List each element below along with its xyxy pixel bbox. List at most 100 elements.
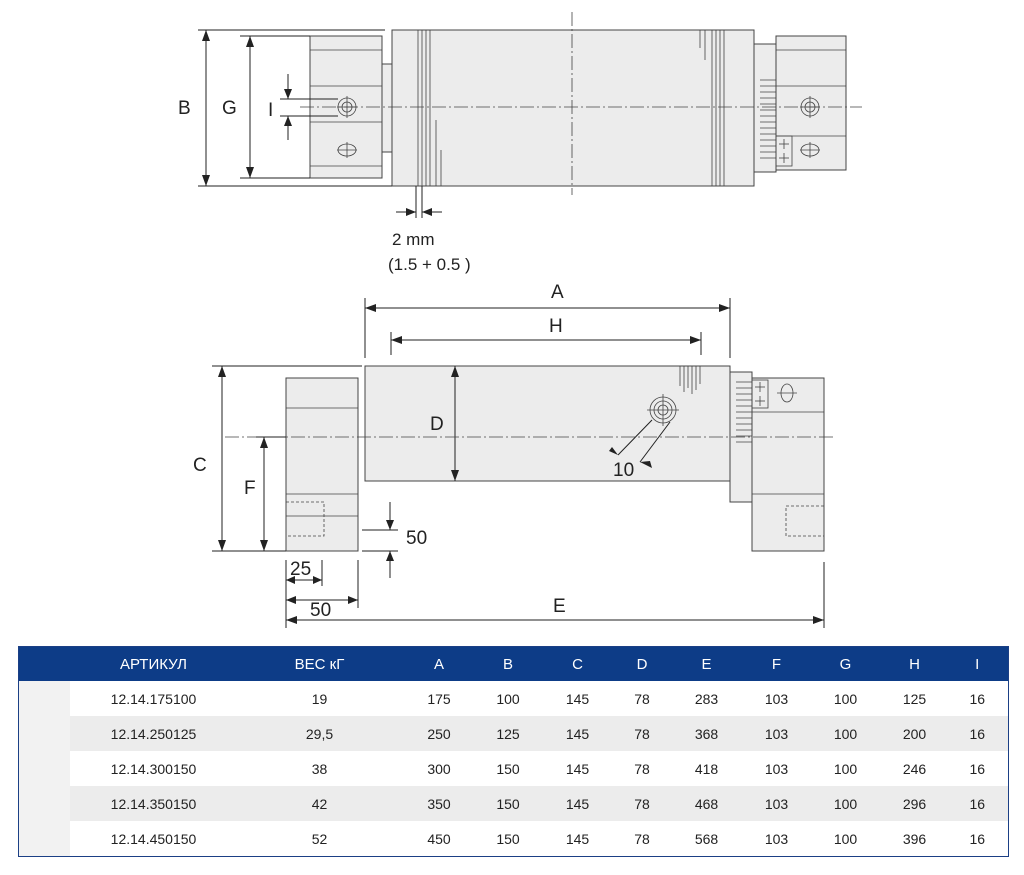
cell-a: 175 xyxy=(427,690,451,707)
row-spacer xyxy=(18,821,70,857)
side-view: A H 10 D xyxy=(193,282,835,628)
cell-i: 16 xyxy=(969,830,986,847)
cell-i: 16 xyxy=(946,716,1009,751)
label-fifty-horizontal: 50 xyxy=(310,600,331,621)
table-header-row: АРТИКУЛ ВЕС кГ A B C D E F G H I xyxy=(18,646,1009,681)
cell-a: 300 xyxy=(427,760,451,777)
col-header-e: E xyxy=(668,646,745,681)
label-ten: 10 xyxy=(613,460,634,481)
top-right-block xyxy=(775,35,847,171)
label-d: D xyxy=(430,414,444,435)
cell-g: 100 xyxy=(808,786,883,821)
cell-article: 12.14.175100 xyxy=(110,690,197,707)
cell-article: 12.14.450150 xyxy=(110,830,197,847)
cell-f: 103 xyxy=(764,760,789,777)
cell-h: 246 xyxy=(902,760,927,777)
cell-c: 145 xyxy=(565,690,590,707)
cell-c: 145 xyxy=(565,760,590,777)
label-gap: 2 mm xyxy=(392,230,435,249)
cell-weight: 52 xyxy=(311,830,328,847)
label-twentyfive: 25 xyxy=(290,559,311,580)
side-right-block xyxy=(751,377,825,552)
cell-weight: 38 xyxy=(311,760,328,777)
col-header-c: C xyxy=(539,646,616,681)
cell-i: 16 xyxy=(969,690,986,707)
cell-a: 350 xyxy=(401,786,477,821)
col-header-i: I xyxy=(946,646,1009,681)
table-header-spacer xyxy=(18,646,70,681)
col-header-a: A xyxy=(401,646,477,681)
table-row: 12.14.175100 19 175 100 145 78 283 103 1… xyxy=(18,681,1009,716)
cell-d: 78 xyxy=(634,830,650,847)
cell-h: 296 xyxy=(882,786,947,821)
cell-article: 12.14.250125 xyxy=(69,716,238,751)
cell-h: 200 xyxy=(882,716,947,751)
cell-c: 145 xyxy=(539,716,616,751)
label-fifty-vertical: 50 xyxy=(406,528,427,549)
cell-g: 100 xyxy=(808,716,883,751)
col-header-weight: ВЕС кГ xyxy=(237,646,402,681)
row-spacer xyxy=(18,681,70,716)
spec-table: АРТИКУЛ ВЕС кГ A B C D E F G H I 12.14.1… xyxy=(18,646,1009,857)
table-row: 12.14.350150 42 350 150 145 78 468 103 1… xyxy=(18,786,1009,821)
cell-d: 78 xyxy=(615,716,669,751)
cell-f: 103 xyxy=(744,716,809,751)
label-h: H xyxy=(549,316,563,337)
cell-h: 125 xyxy=(902,690,927,707)
cell-f: 103 xyxy=(744,786,809,821)
row-spacer xyxy=(18,751,70,786)
cell-weight: 42 xyxy=(237,786,402,821)
cell-c: 145 xyxy=(539,786,616,821)
cell-i: 16 xyxy=(946,786,1009,821)
cell-e: 283 xyxy=(694,690,719,707)
table-row: 12.14.300150 38 300 150 145 78 418 103 1… xyxy=(18,751,1009,786)
col-header-g: G xyxy=(808,646,883,681)
side-left-block xyxy=(285,377,359,552)
cell-g: 100 xyxy=(833,830,858,847)
cell-e: 468 xyxy=(668,786,745,821)
label-f: F xyxy=(244,478,256,499)
cell-b: 150 xyxy=(496,760,520,777)
cell-article: 12.14.300150 xyxy=(110,760,197,777)
cell-a: 450 xyxy=(427,830,451,847)
cell-d: 78 xyxy=(634,690,650,707)
side-main-body xyxy=(364,365,731,482)
label-e: E xyxy=(553,596,566,617)
table-row: 12.14.450150 52 450 150 145 78 568 103 1… xyxy=(18,821,1009,857)
cell-weight: 19 xyxy=(311,690,328,707)
cell-i: 16 xyxy=(969,760,986,777)
label-b: B xyxy=(178,98,191,119)
col-header-f: F xyxy=(744,646,809,681)
top-view: B G I 2 mm (1.5 + 0.5 ) xyxy=(178,12,862,274)
cell-d: 78 xyxy=(634,760,650,777)
cell-c: 145 xyxy=(565,830,590,847)
cell-f: 103 xyxy=(764,690,789,707)
cell-weight: 29,5 xyxy=(237,716,402,751)
col-header-article: АРТИКУЛ xyxy=(69,646,238,681)
cell-d: 78 xyxy=(615,786,669,821)
col-header-h: H xyxy=(882,646,947,681)
row-spacer xyxy=(18,786,70,821)
label-gap-tolerance: (1.5 + 0.5 ) xyxy=(388,255,471,274)
cell-e: 418 xyxy=(694,760,719,777)
cell-e: 368 xyxy=(668,716,745,751)
cell-b: 125 xyxy=(476,716,540,751)
label-a: A xyxy=(551,282,564,303)
table-row: 12.14.250125 29,5 250 125 145 78 368 103… xyxy=(18,716,1009,751)
cell-article: 12.14.350150 xyxy=(69,786,238,821)
cell-b: 150 xyxy=(496,830,520,847)
cell-g: 100 xyxy=(833,690,858,707)
label-i: I xyxy=(268,100,273,121)
col-header-d: D xyxy=(615,646,669,681)
label-c: C xyxy=(193,455,207,476)
label-g: G xyxy=(222,98,237,119)
row-spacer xyxy=(18,716,70,751)
cell-h: 396 xyxy=(902,830,927,847)
cell-b: 100 xyxy=(496,690,520,707)
top-main-body xyxy=(391,29,755,187)
cell-b: 150 xyxy=(476,786,540,821)
cell-e: 568 xyxy=(694,830,719,847)
col-header-b: B xyxy=(476,646,540,681)
cell-f: 103 xyxy=(764,830,789,847)
technical-drawing: B G I 2 mm (1.5 + 0.5 ) A H xyxy=(178,12,862,628)
